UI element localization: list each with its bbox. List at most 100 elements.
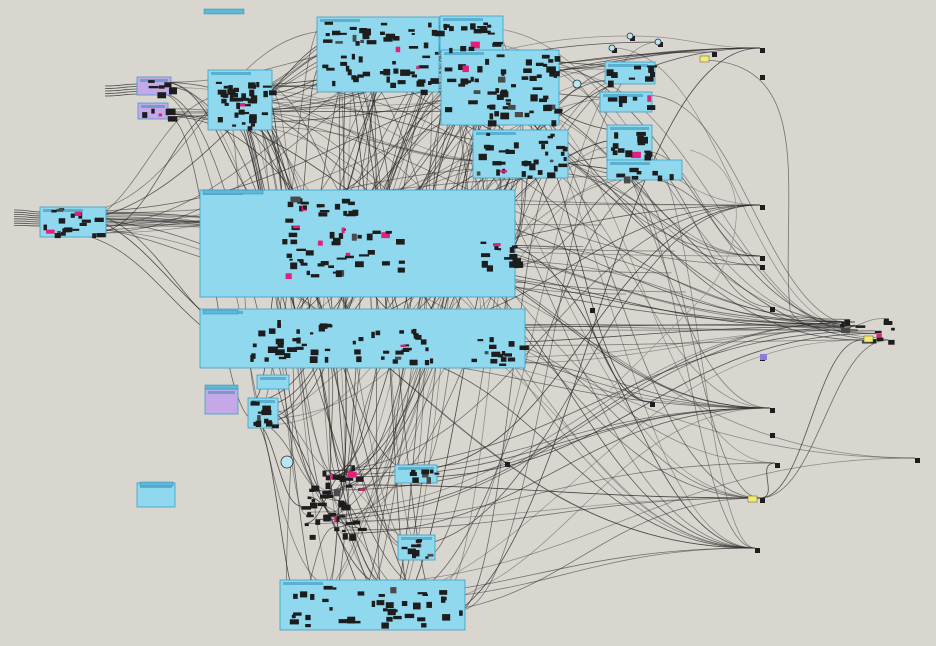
graph-node[interactable]: [529, 75, 537, 81]
graph-node[interactable]: [385, 230, 392, 234]
graph-node[interactable]: [241, 93, 246, 99]
graph-node[interactable]: [292, 225, 300, 229]
graph-node[interactable]: [606, 69, 614, 76]
graph-node[interactable]: [775, 463, 780, 468]
graph-node[interactable]: [345, 522, 356, 525]
graph-node[interactable]: [296, 248, 306, 251]
graph-node[interactable]: [543, 95, 549, 100]
graph-node[interactable]: [334, 203, 341, 210]
graph-node[interactable]: [487, 24, 492, 28]
graph-node[interactable]: [317, 204, 321, 208]
graph-node[interactable]: [500, 89, 508, 93]
graph-node[interactable]: [169, 87, 177, 95]
graph-node[interactable]: [400, 69, 411, 76]
graph-node[interactable]: [367, 250, 375, 255]
graph-node[interactable]: [532, 87, 543, 90]
graph-node[interactable]: [543, 104, 552, 112]
graph-node[interactable]: [429, 469, 434, 474]
graph-node[interactable]: [338, 500, 345, 508]
graph-node[interactable]: [513, 261, 524, 268]
graph-node[interactable]: [250, 123, 255, 127]
graph-node[interactable]: [329, 607, 333, 611]
graph-node[interactable]: [345, 255, 354, 259]
graph-node[interactable]: [293, 593, 298, 599]
graph-node[interactable]: [538, 140, 549, 144]
graph-node[interactable]: [770, 408, 775, 413]
graph-node[interactable]: [502, 106, 510, 110]
graph-node[interactable]: [390, 82, 396, 88]
graph-node[interactable]: [537, 170, 543, 175]
graph-node[interactable]: [496, 169, 500, 176]
graph-node[interactable]: [351, 53, 355, 60]
graph-node[interactable]: [228, 85, 233, 92]
graph-node[interactable]: [855, 325, 866, 328]
graph-node[interactable]: [309, 534, 316, 540]
graph-node[interactable]: [487, 91, 497, 95]
graph-node[interactable]: [340, 55, 347, 59]
graph-node[interactable]: [289, 258, 293, 261]
graph-node[interactable]: [293, 612, 302, 616]
graph-node[interactable]: [411, 469, 416, 474]
graph-node[interactable]: [549, 159, 554, 163]
graph-node[interactable]: [347, 471, 357, 478]
graph-node[interactable]: [79, 222, 87, 226]
graph-node[interactable]: [652, 170, 658, 176]
graph-node[interactable]: [509, 254, 518, 260]
graph-node[interactable]: [399, 330, 404, 334]
graph-node[interactable]: [347, 69, 352, 76]
graph-node[interactable]: [876, 337, 884, 342]
graph-node[interactable]: [553, 165, 558, 172]
graph-node[interactable]: [300, 591, 308, 598]
graph-node[interactable]: [626, 32, 634, 40]
graph-node[interactable]: [222, 94, 229, 98]
graph-node[interactable]: [481, 253, 491, 258]
graph-node[interactable]: [483, 22, 488, 26]
graph-node[interactable]: [641, 136, 648, 144]
graph-node[interactable]: [513, 142, 519, 149]
graph-node[interactable]: [608, 80, 614, 88]
graph-node[interactable]: [311, 498, 316, 503]
graph-node[interactable]: [423, 42, 429, 49]
graph-node[interactable]: [351, 233, 357, 241]
graph-node[interactable]: [883, 318, 889, 325]
graph-node[interactable]: [546, 66, 556, 73]
graph-node[interactable]: [400, 344, 406, 347]
graph-node[interactable]: [841, 328, 851, 334]
graph-node[interactable]: [458, 64, 466, 70]
graph-node[interactable]: [480, 27, 488, 33]
graph-node[interactable]: [316, 204, 325, 208]
graph-node[interactable]: [449, 47, 453, 54]
graph-node[interactable]: [268, 328, 276, 334]
graph-node[interactable]: [324, 21, 333, 25]
graph-node[interactable]: [760, 48, 765, 53]
graph-node[interactable]: [425, 556, 429, 559]
graph-node[interactable]: [266, 421, 273, 427]
graph-node[interactable]: [527, 175, 533, 179]
graph-node[interactable]: [347, 616, 356, 624]
graph-node[interactable]: [501, 71, 505, 76]
graph-node[interactable]: [359, 254, 369, 257]
graph-node[interactable]: [426, 601, 432, 608]
graph-node[interactable]: [290, 196, 301, 203]
graph-node[interactable]: [560, 151, 565, 156]
graph-node[interactable]: [460, 46, 467, 52]
graph-node[interactable]: [54, 233, 61, 239]
graph-node[interactable]: [383, 68, 391, 76]
graph-node[interactable]: [343, 210, 348, 216]
graph-node[interactable]: [554, 108, 563, 112]
graph-node[interactable]: [300, 201, 309, 205]
graph-node[interactable]: [428, 81, 432, 85]
graph-node[interactable]: [393, 615, 402, 620]
graph-node[interactable]: [636, 131, 646, 136]
graph-node[interactable]: [371, 331, 375, 339]
graph-node[interactable]: [529, 110, 534, 114]
graph-node[interactable]: [492, 161, 502, 166]
graph-node[interactable]: [443, 24, 450, 28]
graph-node[interactable]: [348, 201, 355, 206]
graph-node[interactable]: [554, 56, 561, 62]
graph-node[interactable]: [310, 594, 315, 600]
graph-node[interactable]: [449, 26, 454, 32]
graph-node[interactable]: [547, 172, 556, 179]
graph-node[interactable]: [304, 523, 309, 527]
graph-node[interactable]: [658, 42, 663, 47]
